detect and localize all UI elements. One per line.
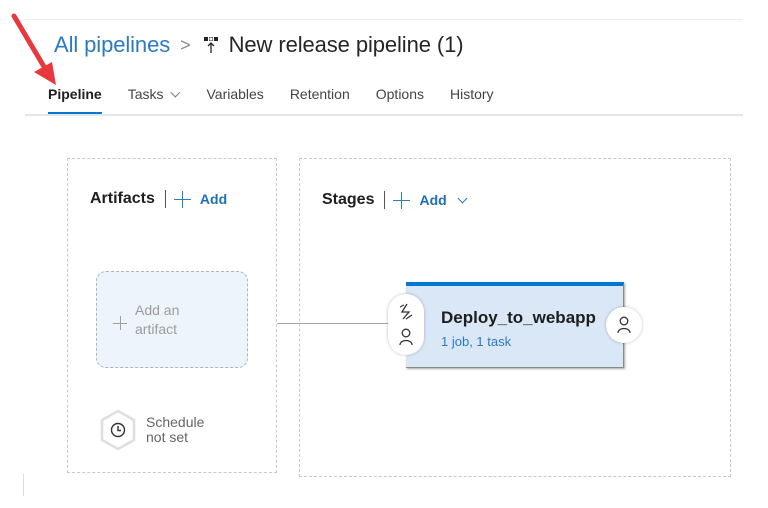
tab-label: Retention bbox=[289, 86, 350, 102]
tab-label: History bbox=[450, 86, 494, 102]
plus-icon bbox=[173, 190, 191, 208]
person-approval-icon[interactable] bbox=[398, 328, 414, 346]
all-pipelines-link[interactable]: All pipelines bbox=[54, 32, 171, 57]
add-artifact-button[interactable]: Add bbox=[173, 190, 228, 208]
tab-options[interactable]: Options bbox=[376, 82, 424, 114]
tab-tasks[interactable]: Tasks bbox=[127, 82, 181, 114]
chevron-down-icon bbox=[170, 87, 181, 98]
add-label: Add bbox=[419, 192, 447, 208]
stages-header: Stages Add bbox=[322, 191, 468, 209]
clock-icon bbox=[100, 409, 136, 451]
add-artifact-text: Add an artifact bbox=[135, 301, 205, 339]
page-title: New release pipeline (1) bbox=[228, 32, 464, 57]
header-divider bbox=[164, 190, 166, 208]
pre-deployment-conditions bbox=[388, 294, 424, 355]
add-artifact-placeholder[interactable]: Add an artifact bbox=[96, 271, 248, 368]
top-divider bbox=[25, 19, 743, 20]
breadcrumb-separator: > bbox=[180, 34, 191, 55]
schedule-status: Schedule not set bbox=[146, 415, 204, 445]
tab-variables[interactable]: Variables bbox=[206, 82, 263, 114]
add-artifact-line2: artifact bbox=[135, 320, 178, 337]
artifact-stage-connector bbox=[277, 323, 389, 324]
stage-name: Deploy_to_webapp bbox=[441, 308, 596, 327]
stages-panel bbox=[299, 158, 731, 477]
post-deployment-conditions[interactable] bbox=[606, 307, 642, 343]
add-artifact-line1: Add an bbox=[135, 301, 180, 318]
annotation-arrow-icon bbox=[11, 13, 56, 85]
tab-pipeline[interactable]: Pipeline bbox=[48, 82, 102, 114]
person-approval-icon bbox=[617, 316, 631, 334]
artifacts-header: Artifacts Add bbox=[90, 190, 227, 208]
stage-card[interactable]: Deploy_to_webapp 1 job, 1 task bbox=[406, 282, 624, 368]
stage-summary-link[interactable]: 1 job, 1 task bbox=[441, 334, 512, 349]
artifacts-panel bbox=[67, 158, 277, 473]
release-pipeline-icon bbox=[203, 37, 218, 53]
lightning-trigger-icon[interactable] bbox=[398, 303, 414, 321]
header-divider bbox=[384, 191, 386, 209]
stages-title: Stages bbox=[322, 191, 375, 208]
tab-bar: Pipeline Tasks Variables Retention Optio… bbox=[48, 82, 494, 114]
tab-label: Options bbox=[375, 86, 424, 102]
add-stage-button[interactable]: Add bbox=[393, 191, 468, 209]
scroll-indicator bbox=[23, 474, 24, 496]
schedule-line1: Schedule bbox=[146, 414, 205, 430]
schedule-trigger[interactable]: Schedule not set bbox=[99, 409, 204, 451]
artifacts-title: Artifacts bbox=[90, 190, 155, 207]
tab-label: Tasks bbox=[127, 86, 164, 102]
add-label: Add bbox=[199, 191, 228, 207]
plus-icon bbox=[393, 191, 411, 209]
breadcrumb: All pipelines > New release pipeline (1) bbox=[54, 30, 464, 60]
plus-icon bbox=[113, 315, 127, 330]
tab-label: Variables bbox=[206, 86, 264, 102]
tab-retention[interactable]: Retention bbox=[290, 82, 350, 114]
tab-history[interactable]: History bbox=[450, 82, 494, 114]
tabs-divider bbox=[25, 114, 743, 116]
schedule-line2: not set bbox=[146, 429, 189, 445]
tab-label: Pipeline bbox=[48, 86, 102, 102]
chevron-down-icon bbox=[457, 193, 468, 203]
